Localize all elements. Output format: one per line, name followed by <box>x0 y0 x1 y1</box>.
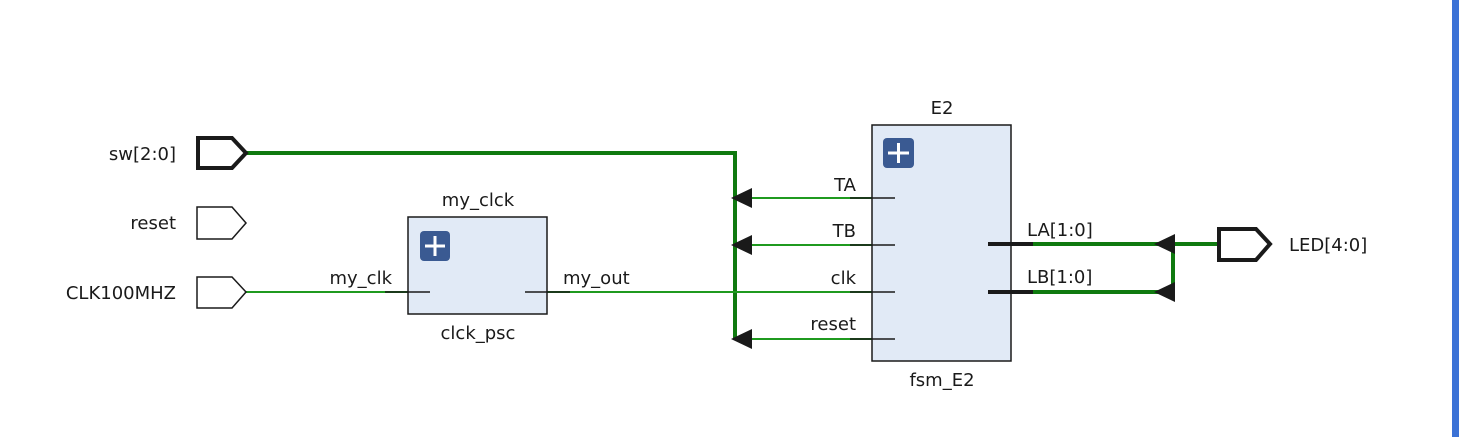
pin-label-clk: clk <box>831 268 857 289</box>
bus-rippers <box>731 188 1175 349</box>
pin-label-tb: TB <box>832 221 856 242</box>
pin-label-lb: LB[1:0] <box>1027 267 1092 288</box>
port-shape <box>1217 227 1273 262</box>
input-port-sw[interactable]: sw[2:0] <box>109 136 249 170</box>
ripper-la <box>1154 234 1175 254</box>
port-label-reset: reset <box>130 213 176 234</box>
ripper-reset <box>731 329 752 349</box>
port-shape <box>196 276 248 309</box>
block-my-clck[interactable]: my_clck my_clk my_out clck_psc <box>329 190 629 344</box>
ripper-lb <box>1154 282 1175 302</box>
input-port-reset[interactable]: reset <box>130 206 247 240</box>
expand-button[interactable] <box>420 231 450 261</box>
ripper-ta <box>731 188 752 208</box>
module-name: fsm_E2 <box>909 370 974 391</box>
pin-label-reset: reset <box>810 314 856 335</box>
nets <box>246 151 1219 340</box>
block-e2[interactable]: E2 TA TB clk reset LA[1:0] LB[1:0] fsm_E… <box>810 98 1092 391</box>
port-label-led: LED[4:0] <box>1289 235 1367 256</box>
port-label-sw: sw[2:0] <box>109 144 176 165</box>
pin-label-la: LA[1:0] <box>1027 220 1093 241</box>
sw-bus-net[interactable] <box>246 151 737 339</box>
ripper-tb <box>731 235 752 255</box>
vertical-scrollbar[interactable] <box>1452 0 1459 437</box>
expand-button[interactable] <box>883 138 914 168</box>
led-bus-net[interactable] <box>1171 242 1219 292</box>
pin-label-ta: TA <box>833 175 857 196</box>
module-name: clck_psc <box>441 323 516 344</box>
port-shape <box>196 136 249 170</box>
port-shape <box>196 206 247 240</box>
instance-name: E2 <box>931 98 954 119</box>
pin-label-my-clk: my_clk <box>329 268 392 289</box>
input-port-clk100mhz[interactable]: CLK100MHZ <box>66 276 248 309</box>
port-label-clk100mhz: CLK100MHZ <box>66 283 176 304</box>
pin-label-my-out: my_out <box>563 268 630 289</box>
output-port-led[interactable]: LED[4:0] <box>1217 227 1367 262</box>
instance-name: my_clck <box>442 190 515 211</box>
